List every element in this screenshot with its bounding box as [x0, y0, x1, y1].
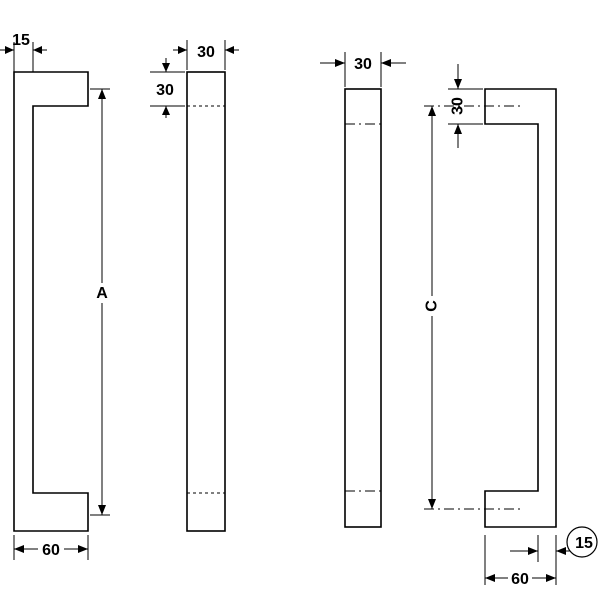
dimension-30-side-height: 30 — [150, 58, 185, 118]
dimension-a: A — [90, 88, 110, 516]
left-side-view — [186, 71, 226, 532]
dimension-15-top: 15 — [0, 32, 47, 72]
right-side-view — [344, 88, 382, 528]
dimension-30-side-height-label: 30 — [156, 82, 174, 99]
dimension-15-circled: 15 — [510, 526, 598, 585]
dimension-30-mid: 30 — [320, 52, 406, 87]
dimension-c: C — [424, 106, 441, 509]
right-handle-profile — [424, 88, 557, 528]
left-handle-profile — [13, 71, 89, 532]
dimension-a-label: A — [96, 285, 108, 302]
dimension-30-side-width: 30 — [173, 40, 239, 70]
dimension-15-circled-label: 15 — [575, 535, 593, 552]
dimension-60-left-label: 60 — [42, 542, 60, 559]
dimension-c-label: C — [424, 300, 441, 312]
dimension-30-right-label: 30 — [450, 97, 467, 115]
dimension-30-mid-label: 30 — [354, 56, 372, 73]
dimension-60-left: 60 — [13, 535, 89, 560]
dimension-60-right: 60 — [484, 535, 556, 588]
dimension-60-right-label: 60 — [511, 571, 529, 588]
dimension-30-side-width-label: 30 — [197, 44, 215, 61]
dimension-30-right: 30 — [448, 64, 483, 148]
dimension-15-top-label: 15 — [12, 32, 30, 49]
